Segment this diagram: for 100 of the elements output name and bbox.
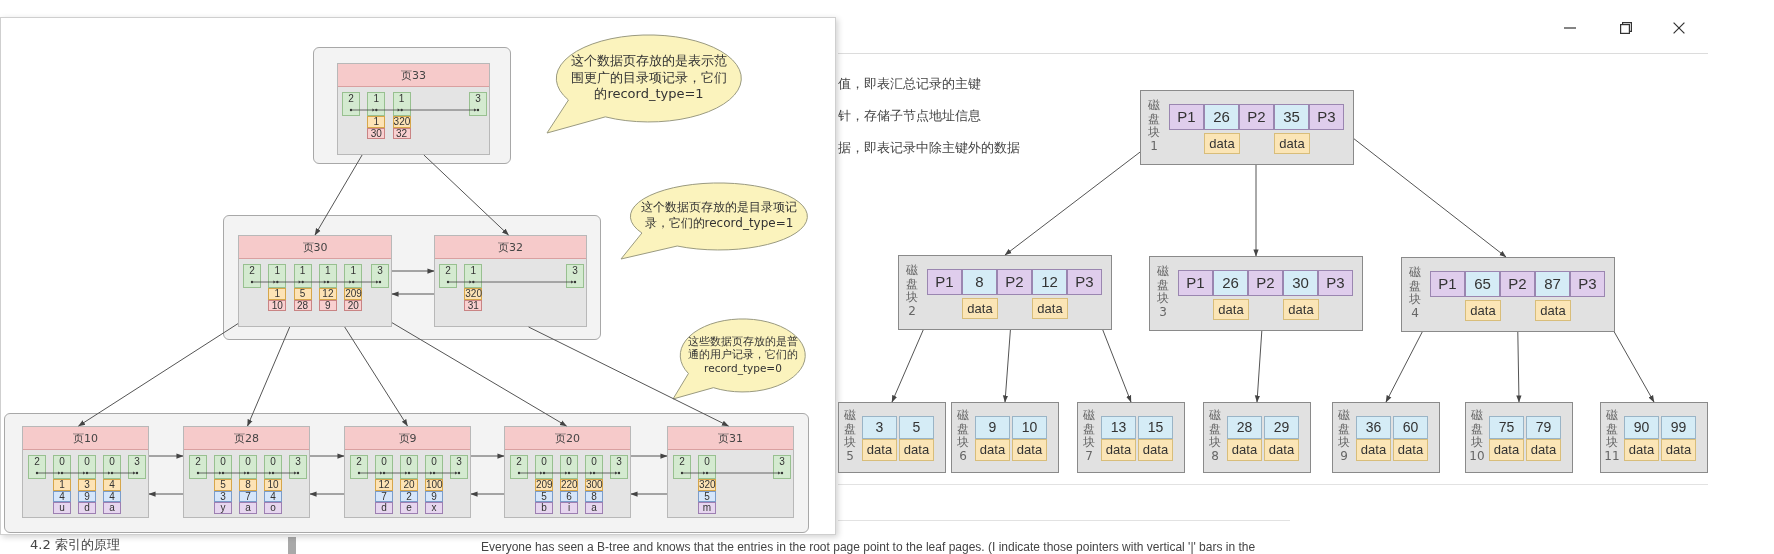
- key-cell: 320: [464, 288, 483, 300]
- arrow: [1385, 331, 1423, 403]
- key-cell: 1: [367, 116, 386, 128]
- value-cell: x: [425, 502, 443, 514]
- value-cell: a: [103, 502, 121, 514]
- value-cell: e: [400, 502, 418, 514]
- key-cell: 35: [1274, 104, 1309, 130]
- arrow: [470, 453, 505, 459]
- key-cell: 320: [392, 116, 411, 128]
- pointer-cell: P3: [1318, 270, 1353, 296]
- container-box: [223, 215, 601, 340]
- body-text: 据，即表记录中除主键外的数据: [838, 140, 1020, 156]
- key-cell: 65: [1465, 271, 1500, 297]
- arrow: [1254, 330, 1263, 403]
- data-cell: data: [1101, 439, 1136, 461]
- block-label: 磁盘块4: [1408, 266, 1422, 320]
- data-cell: data: [1032, 298, 1068, 319]
- key-cell: 10: [1012, 416, 1047, 439]
- record-cell: 3: [610, 455, 628, 479]
- key-cell: 13: [1101, 416, 1136, 439]
- record-cell: 0: [400, 455, 418, 479]
- page-box: [344, 426, 471, 518]
- record-cell: 0: [585, 455, 603, 479]
- record-cell: 1: [268, 264, 287, 288]
- record-cell: 2: [510, 455, 528, 479]
- value-cell: a: [239, 502, 257, 514]
- disk-block: [951, 402, 1059, 473]
- arrow: [309, 453, 345, 459]
- data-cell: data: [1012, 439, 1047, 461]
- body-text: 针，存储子节点地址信息: [838, 108, 981, 124]
- disk-block: [1203, 402, 1311, 473]
- container-box: [313, 47, 511, 164]
- disk-block: [1140, 90, 1354, 165]
- disk-block: [1149, 256, 1363, 331]
- arrow: [247, 326, 291, 427]
- key-cell: 9: [975, 416, 1010, 439]
- disk-block: [1465, 402, 1573, 473]
- pointer-cell: P3: [1067, 269, 1102, 295]
- key-cell: 5: [293, 288, 312, 300]
- value-cell: a: [585, 502, 603, 514]
- speech-bubble: 这些数据页存放的是普通的用户记录，它们的record_type=0: [672, 318, 806, 400]
- arrow: [1004, 151, 1141, 256]
- record-cell: 0: [53, 455, 71, 479]
- arrow: [314, 154, 363, 236]
- key-cell: 15: [1138, 416, 1173, 439]
- record-cell: 2: [342, 92, 360, 116]
- record-cell: 1: [344, 264, 363, 288]
- pointer-cell: P2: [997, 269, 1032, 295]
- key-cell: 26: [1213, 270, 1248, 296]
- arrow: [391, 291, 435, 297]
- key-cell: 90: [1624, 416, 1659, 439]
- record-cell: 3: [773, 455, 791, 479]
- key-cell: 87: [1535, 271, 1570, 297]
- record-cell: 2: [350, 455, 368, 479]
- speech-bubble: 这个数据页存放的是表示范围更广的目录项记录，它们的record_type=1: [546, 34, 742, 134]
- record-cell: 0: [560, 455, 578, 479]
- title-bar: 页28: [184, 427, 309, 450]
- key-cell: 8: [239, 479, 257, 491]
- block-label: 磁盘块11: [1604, 409, 1620, 463]
- key-cell: 12: [1032, 269, 1067, 295]
- key-cell: 209: [535, 479, 553, 491]
- section-heading: 4.2 索引的原理: [30, 537, 120, 553]
- record-cell: 1: [318, 264, 337, 288]
- arrow: [423, 154, 509, 236]
- arrow: [344, 326, 408, 427]
- pointer-cell: P2: [1500, 271, 1535, 297]
- data-cell: data: [1213, 299, 1249, 320]
- key-cell: 79: [1526, 416, 1561, 439]
- title-bar: 页30: [239, 236, 391, 259]
- data-cell: data: [975, 439, 1010, 461]
- block-label: 磁盘块7: [1082, 409, 1096, 463]
- block-label: 磁盘块6: [956, 409, 970, 463]
- key-cell: 1: [268, 288, 287, 300]
- pointer-cell: P2: [1239, 104, 1274, 130]
- container-box: [4, 413, 809, 533]
- block-label: 磁盘块2: [905, 264, 919, 318]
- record-cell: 3: [371, 264, 389, 288]
- block-label: 磁盘块9: [1337, 409, 1351, 463]
- data-cell: data: [962, 298, 998, 319]
- key-cell: 30: [1283, 270, 1318, 296]
- record-cell: 0: [214, 455, 232, 479]
- pointer-cell: P1: [1169, 104, 1204, 130]
- block-label: 磁盘块5: [843, 409, 857, 463]
- key-cell: 99: [1661, 416, 1696, 439]
- block-label: 磁盘块8: [1208, 409, 1222, 463]
- disk-block: [898, 255, 1112, 330]
- key-cell: 26: [1204, 104, 1239, 130]
- key-cell: 3: [862, 416, 897, 439]
- record-cell: 3: [128, 455, 146, 479]
- value-cell: d: [78, 502, 96, 514]
- key-cell: 60: [1393, 416, 1428, 439]
- record-cell: 2: [439, 264, 457, 288]
- key-cell: 20: [400, 479, 418, 491]
- page-box: [238, 235, 392, 327]
- arrow: [148, 491, 184, 497]
- speech-bubble: 这个数据页存放的是目录项记录，它们的record_type=1: [620, 180, 808, 260]
- key-cell: 8: [962, 269, 997, 295]
- title-bar: 页33: [338, 64, 489, 87]
- disk-block: [1332, 402, 1440, 473]
- data-cell: data: [899, 439, 934, 461]
